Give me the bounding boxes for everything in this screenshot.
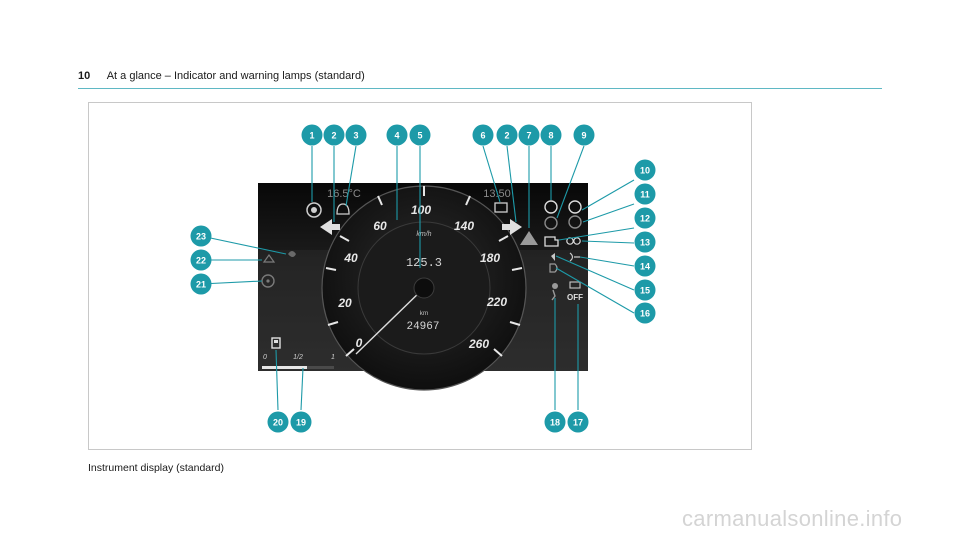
callout-number: 10 [640,166,650,176]
fuel-tick-label: 1 [331,354,335,361]
callout-number: 5 [417,131,422,141]
callout-number: 22 [196,256,206,266]
callout-number: 2 [331,131,336,141]
speed-tick-label: 20 [337,296,352,310]
callout-number: 15 [640,286,650,296]
speedometer: 0 20 40 60 100 140 180 220 260 km/h 125.… [322,186,526,390]
pedestrian-lamp-icon [552,283,558,289]
speed-tick-label: 60 [373,219,387,233]
callout-number: 13 [640,238,650,248]
callout-number: 8 [548,131,553,141]
trip-reading: 125.3 [406,256,442,270]
callout-number: 1 [309,131,314,141]
speed-tick-label: 100 [411,203,431,217]
speed-tick-label: 0 [356,336,363,350]
callout-number: 11 [640,190,650,200]
temperature-readout: 16.5°C [327,188,361,200]
callout-number: 23 [196,232,206,242]
callout-number: 18 [550,418,560,428]
watermark-footer: carmanualsonline.info [682,506,902,532]
speed-tick-label: 220 [486,295,507,309]
speed-tick-label: 180 [480,251,500,265]
callout-number: 16 [640,309,650,319]
callout-number: 2 [504,131,509,141]
callout-number: 3 [353,131,358,141]
callout-number: 12 [640,214,650,224]
callout-number: 14 [640,262,650,272]
callout-number: 9 [581,131,586,141]
odometer-reading: 24967 [406,321,439,333]
callout-number: 19 [296,418,306,428]
callout-number: 6 [480,131,485,141]
callout-number: 20 [273,418,283,428]
callout-number: 4 [394,131,399,141]
speed-tick-label: 260 [468,337,489,351]
speed-tick-label: 40 [343,251,358,265]
speed-unit: km/h [416,231,431,238]
speed-tick-label: 140 [454,219,474,233]
callout-number: 21 [196,280,206,290]
callout-number: 17 [573,418,583,428]
odometer-unit: km [420,310,429,317]
callout-number: 7 [526,131,531,141]
esp-off-label: OFF [567,293,583,302]
figure-caption: Instrument display (standard) [88,462,224,474]
fuel-tick-label: 0 [263,354,267,361]
fuel-tick-label: 1/2 [293,354,303,361]
fuel-level-bar [262,366,307,369]
